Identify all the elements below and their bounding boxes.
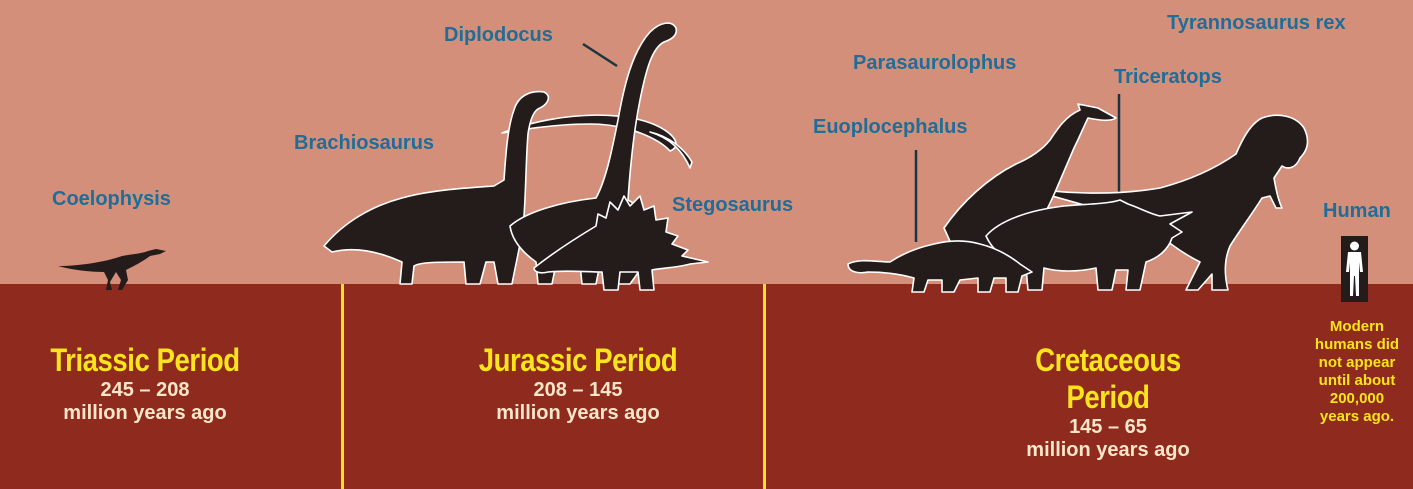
- period-jurassic-name: Jurassic Period: [466, 342, 690, 379]
- brachiosaurus-silhouette: [324, 92, 548, 284]
- human-note-line: not appear: [1304, 354, 1410, 372]
- human-note-line: years ago.: [1304, 408, 1410, 426]
- period-cretaceous-unit: million years ago: [978, 439, 1238, 462]
- label-coelophysis: Coelophysis: [52, 188, 171, 211]
- label-stegosaurus: Stegosaurus: [672, 194, 793, 217]
- human-figure: [1341, 236, 1368, 302]
- human-note-line: until about: [1304, 372, 1410, 390]
- label-tyrannosaurus: Tyrannosaurus rex: [1167, 12, 1346, 35]
- label-parasaurolophus: Parasaurolophus: [853, 52, 1016, 75]
- period-cretaceous-name: Cretaceous Period: [996, 342, 1220, 416]
- period-jurassic-unit: million years ago: [448, 402, 708, 425]
- human-head: [1350, 242, 1359, 251]
- diplodocus-leader-line: [583, 44, 617, 66]
- period-triassic-unit: million years ago: [15, 402, 275, 425]
- label-brachiosaurus: Brachiosaurus: [294, 132, 434, 155]
- period-triassic-range: 245 – 208: [15, 379, 275, 402]
- period-triassic: Triassic Period 245 – 208 million years …: [15, 342, 275, 425]
- label-euoplocephalus: Euoplocephalus: [813, 116, 967, 139]
- period-jurassic: Jurassic Period 208 – 145 million years …: [448, 342, 708, 425]
- human-note: Modern humans did not appear until about…: [1304, 318, 1410, 426]
- human-note-line: Modern: [1304, 318, 1410, 336]
- label-triceratops: Triceratops: [1114, 66, 1222, 89]
- label-diplodocus: Diplodocus: [444, 24, 553, 47]
- label-human: Human: [1323, 200, 1391, 223]
- period-triassic-name: Triassic Period: [33, 342, 257, 379]
- human-note-line: 200,000: [1304, 390, 1410, 408]
- human-note-line: humans did: [1304, 336, 1410, 354]
- period-cretaceous: Cretaceous Period 145 – 65 million years…: [978, 342, 1238, 462]
- period-cretaceous-range: 145 – 65: [978, 416, 1238, 439]
- period-jurassic-range: 208 – 145: [448, 379, 708, 402]
- coelophysis-silhouette: [58, 249, 166, 290]
